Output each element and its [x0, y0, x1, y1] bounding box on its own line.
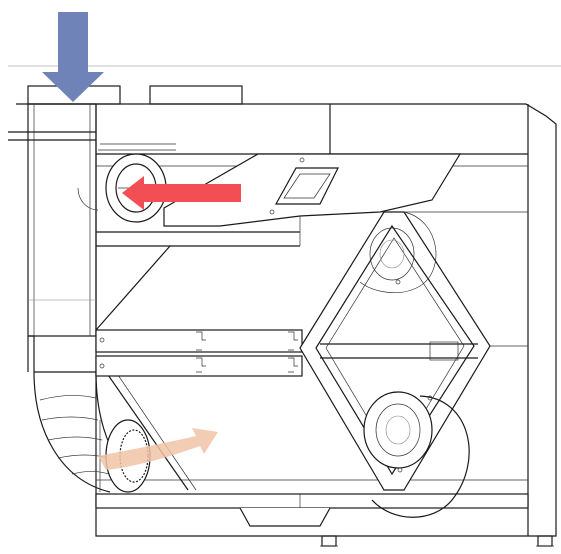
drain-tray — [239, 507, 331, 527]
inner-bracing — [95, 245, 197, 491]
exhaust-curved-arrow — [98, 428, 218, 470]
duct-flange — [27, 335, 96, 373]
lower-fan — [363, 391, 470, 518]
rail-lower — [95, 355, 303, 377]
intake-red-arrow — [140, 184, 241, 202]
top-collar-right — [149, 85, 243, 105]
brace-lower-left — [105, 371, 189, 491]
cross-rails — [95, 329, 303, 377]
duct-port-arc — [77, 187, 99, 211]
rail-clip-3 — [196, 357, 206, 373]
rail-upper — [95, 329, 303, 353]
lower-fan-bolt-2 — [397, 467, 403, 473]
upper-fan-hub — [379, 239, 405, 269]
rail-clip-1 — [196, 331, 206, 351]
rail-bolt-2 — [99, 363, 105, 369]
intake-red-arrow-head — [122, 176, 144, 210]
foot-center — [321, 535, 337, 547]
upper-fan — [359, 211, 437, 293]
rail-clip-4 — [288, 357, 298, 373]
elbow-outer — [33, 371, 111, 493]
heat-exchanger — [299, 211, 528, 491]
elbow-duct — [33, 371, 119, 493]
elbow-rib-3 — [47, 436, 103, 441]
elbow-rib-1 — [39, 395, 97, 401]
top-lid — [96, 153, 528, 247]
lower-fan-wheel — [363, 391, 433, 469]
lower-fan-inlet — [375, 403, 421, 457]
brace-upper-left — [95, 245, 171, 331]
elbow-rib-2 — [41, 416, 99, 421]
left-duct — [8, 103, 99, 373]
lower-fan-housing — [371, 395, 470, 518]
lid-hatch-outer — [274, 167, 339, 205]
cabinet-outline — [16, 103, 557, 537]
intake-arrow-group — [122, 176, 241, 210]
upper-fan-wheel — [369, 227, 415, 281]
duct-vertical — [27, 103, 97, 337]
brace-lower-left-inner — [115, 371, 197, 491]
exchanger-clip — [429, 341, 459, 361]
lid-screw-2 — [269, 209, 275, 215]
rail-clip-2 — [288, 331, 298, 351]
lid-hatch-inner — [283, 173, 331, 199]
foot-right — [537, 535, 553, 547]
lower-fan-bolt-1 — [427, 395, 433, 401]
lower-fan-hub — [385, 415, 411, 445]
upper-fan-housing — [359, 211, 437, 293]
lid-screw-1 — [299, 157, 305, 163]
upper-fan-bolt — [395, 279, 401, 285]
supply-air-down-arrow — [42, 12, 104, 102]
rail-bolt-1 — [99, 337, 105, 343]
bottom-base-rail — [95, 493, 529, 509]
base — [239, 494, 554, 547]
